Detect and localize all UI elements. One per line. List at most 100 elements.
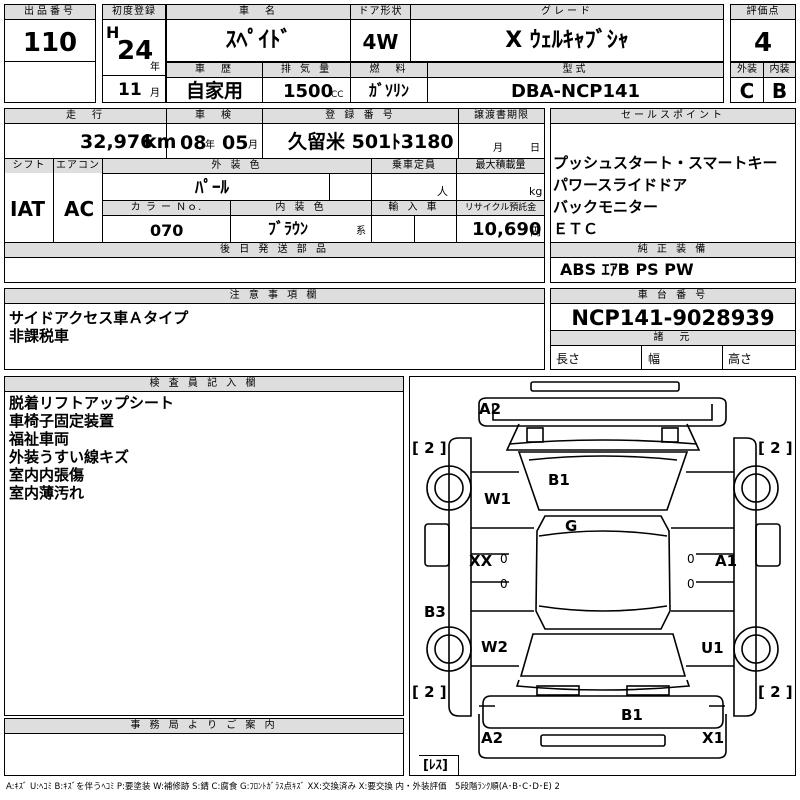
side-zero-left: 0 <box>500 552 508 566</box>
name-label: 車 名 <box>167 5 350 19</box>
mark-b3: B3 <box>424 603 446 621</box>
capacity-label: 乗車定員 <box>372 159 456 173</box>
score-box <box>730 4 796 62</box>
tire-front-right: [ 2 ] <box>758 439 793 457</box>
notes-label: 注 意 事 項 欄 <box>5 289 544 303</box>
spec-label: 諸 元 <box>551 331 795 345</box>
interior-color-unit: 系 <box>356 226 366 237</box>
tire-front-left: [ 2 ] <box>412 439 447 457</box>
equipment-label: 純 正 装 備 <box>551 243 795 257</box>
recycle-fee: 10,690 <box>472 219 542 240</box>
lot-number: 110 <box>22 28 78 58</box>
side-zero-left-2: 0 <box>500 577 508 591</box>
ext-score: C <box>739 79 755 103</box>
history: 自家用 <box>185 80 243 102</box>
note-line: 非課税車 <box>9 327 70 345</box>
tire-rear-right: [ 2 ] <box>758 683 793 701</box>
inspector-notes: 脱着リフトアップシート 車椅子固定装置 福祉車両 外装うすい線キズ 室内内張傷 … <box>9 394 174 502</box>
insp-month: 05 <box>222 132 249 154</box>
later-parts-label: 後 日 発 送 部 品 <box>5 243 544 257</box>
note-line: サイドアクセス車Ａタイプ <box>9 309 189 327</box>
history-label: 車 歴 <box>167 63 262 77</box>
sales-point: ＥＴＣ <box>553 220 599 238</box>
inspector-box <box>4 376 404 716</box>
load-label: 最大積載量 <box>457 159 544 173</box>
year-unit: 年 <box>150 62 160 73</box>
inspector-line: 福祉車両 <box>9 430 70 448</box>
int-label: 内装 <box>764 63 795 77</box>
mark-xx: XX <box>469 552 493 570</box>
interior-color: ﾌﾞﾗｳﾝ <box>268 219 309 238</box>
fuel: ｶﾞｿﾘﾝ <box>368 81 409 100</box>
office-label: 事 務 局 よ り ご 案 内 <box>5 719 403 733</box>
height-label: 高さ <box>728 352 753 366</box>
insp-year: 08 <box>180 132 207 154</box>
sales-label: セールスポイント <box>551 109 795 123</box>
sales-points-list: プッシュスタート・スマートキー パワースライドドア バックモニター ＥＴＣ <box>553 152 778 240</box>
side-zero-right-2: 0 <box>687 577 695 591</box>
displacement: 1500 <box>283 81 334 102</box>
inspector-line: 室内内張傷 <box>9 466 85 484</box>
mark-b1-rear: B1 <box>621 706 643 724</box>
first-reg-label: 初度登録 <box>103 5 165 19</box>
color-no-label: カ ラ ー Ｎｏ. <box>103 201 230 215</box>
transfer-month-unit: 月 <box>493 143 503 154</box>
km-unit: km <box>144 131 177 153</box>
ext-label: 外装 <box>731 63 763 77</box>
notes-box <box>4 288 545 370</box>
score-label: 評価点 <box>731 5 795 19</box>
lot-label: 出品番号 <box>5 5 95 19</box>
capacity-unit: 人 <box>437 185 448 198</box>
color-label: 外 装 色 <box>103 159 371 173</box>
transfer-label: 譲渡書期限 <box>459 109 544 123</box>
side-zero-right: 0 <box>687 552 695 566</box>
insp-year-unit: 年 <box>205 140 215 151</box>
mileage-label: 走 行 <box>5 109 166 123</box>
int-score: B <box>771 79 788 103</box>
insp-month-unit: 月 <box>248 140 258 151</box>
mark-w2: W2 <box>481 638 508 656</box>
lot-box <box>4 4 96 103</box>
first-reg-box <box>102 4 166 103</box>
equipment: ABS ｴｱB PS PW <box>560 260 694 279</box>
mark-x1: X1 <box>702 729 725 747</box>
car-diagram-box <box>409 376 796 776</box>
spare-tire-box <box>419 755 459 776</box>
grade: X ｳｪﾙｷｬﾌﾞｼｬ <box>505 28 629 53</box>
grade-label: グレード <box>411 5 723 19</box>
spare-tire: [ﾚｽ] <box>423 758 448 773</box>
length-label: 長さ <box>556 352 581 366</box>
name-box <box>166 4 724 62</box>
recycle-label: リサイクル預託金 <box>457 201 544 215</box>
shift-label: シフト <box>5 159 53 173</box>
interior-color-label: 内 装 色 <box>231 201 371 215</box>
plate-number: 久留米 501ﾄ3180 <box>288 131 454 153</box>
chassis-box <box>550 288 796 370</box>
import-label: 輸 入 車 <box>372 201 456 215</box>
sales-box <box>550 108 796 283</box>
era: H <box>106 23 120 42</box>
shift: IAT <box>10 197 46 221</box>
mark-b1-roof: B1 <box>548 471 570 489</box>
inspector-label: 検 査 員 記 入 欄 <box>5 377 403 391</box>
load-unit: kg <box>529 185 543 198</box>
mark-a2-rear: A2 <box>481 729 504 747</box>
sales-point: プッシュスタート・スマートキー <box>553 154 778 172</box>
displacement-label: 排 気 量 <box>263 63 350 77</box>
mark-a2-front: A2 <box>479 400 502 418</box>
plate-label: 登 録 番 号 <box>263 109 458 123</box>
width-label: 幅 <box>648 352 661 366</box>
history-box <box>166 62 724 103</box>
mileage: 32,976 <box>80 131 154 153</box>
legend: A:ｷｽﾞ U:ﾍｺﾐ B:ｷｽﾞを伴うﾍｺﾐ P:要塗装 W:補修跡 S:錆 … <box>6 782 560 792</box>
transfer-day-unit: 日 <box>530 143 540 154</box>
ac-label: エアコン <box>54 159 102 173</box>
month: 11 <box>118 80 142 100</box>
inspector-line: 脱着リフトアップシート <box>9 394 175 412</box>
fuel-label: 燃 料 <box>351 63 427 77</box>
sales-point: パワースライドドア <box>553 176 688 194</box>
inspector-line: 室内薄汚れ <box>9 484 85 502</box>
yen-unit: 円 <box>530 225 541 238</box>
office-box <box>4 718 404 776</box>
ac: AC <box>64 197 95 221</box>
